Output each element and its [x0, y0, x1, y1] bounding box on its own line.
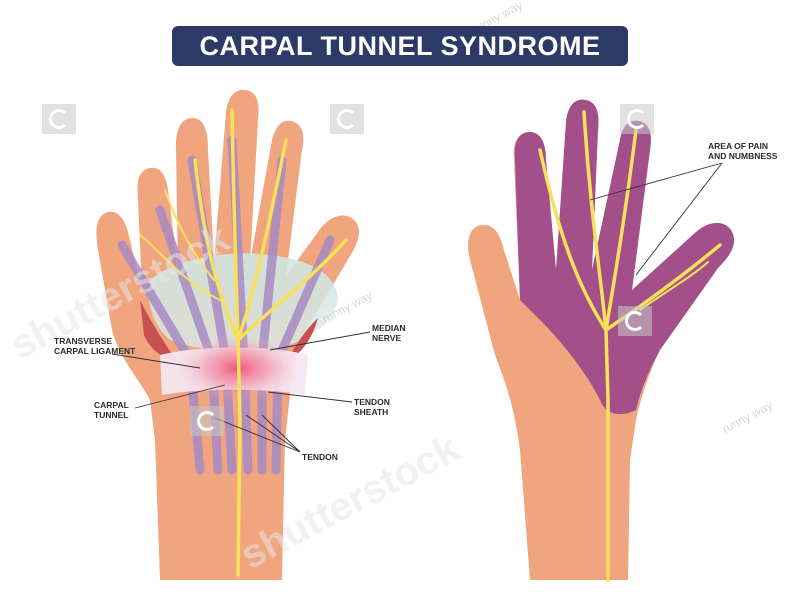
label-transverse-carpal-ligament: TRANSVERSE CARPAL LIGAMENT [54, 336, 135, 356]
left-hand [96, 90, 370, 580]
label-area-of-pain: AREA OF PAIN AND NUMBNESS [708, 141, 777, 161]
watermark-logo-3 [620, 104, 654, 134]
title-banner: CARPAL TUNNEL SYNDROME [172, 26, 628, 66]
watermark-logo-2 [330, 104, 364, 134]
watermark-logo-1 [42, 104, 76, 134]
page-title: CARPAL TUNNEL SYNDROME [199, 31, 600, 62]
label-carpal-tunnel: CARPAL TUNNEL [94, 400, 129, 420]
watermark-logo-4 [190, 406, 224, 436]
label-tendon-sheath: TENDON SHEATH [354, 397, 390, 417]
label-median-nerve: MEDIAN NERVE [372, 323, 406, 343]
watermark-logo-5 [618, 306, 652, 336]
right-hand [468, 100, 734, 580]
label-tendon: TENDON [302, 452, 338, 462]
